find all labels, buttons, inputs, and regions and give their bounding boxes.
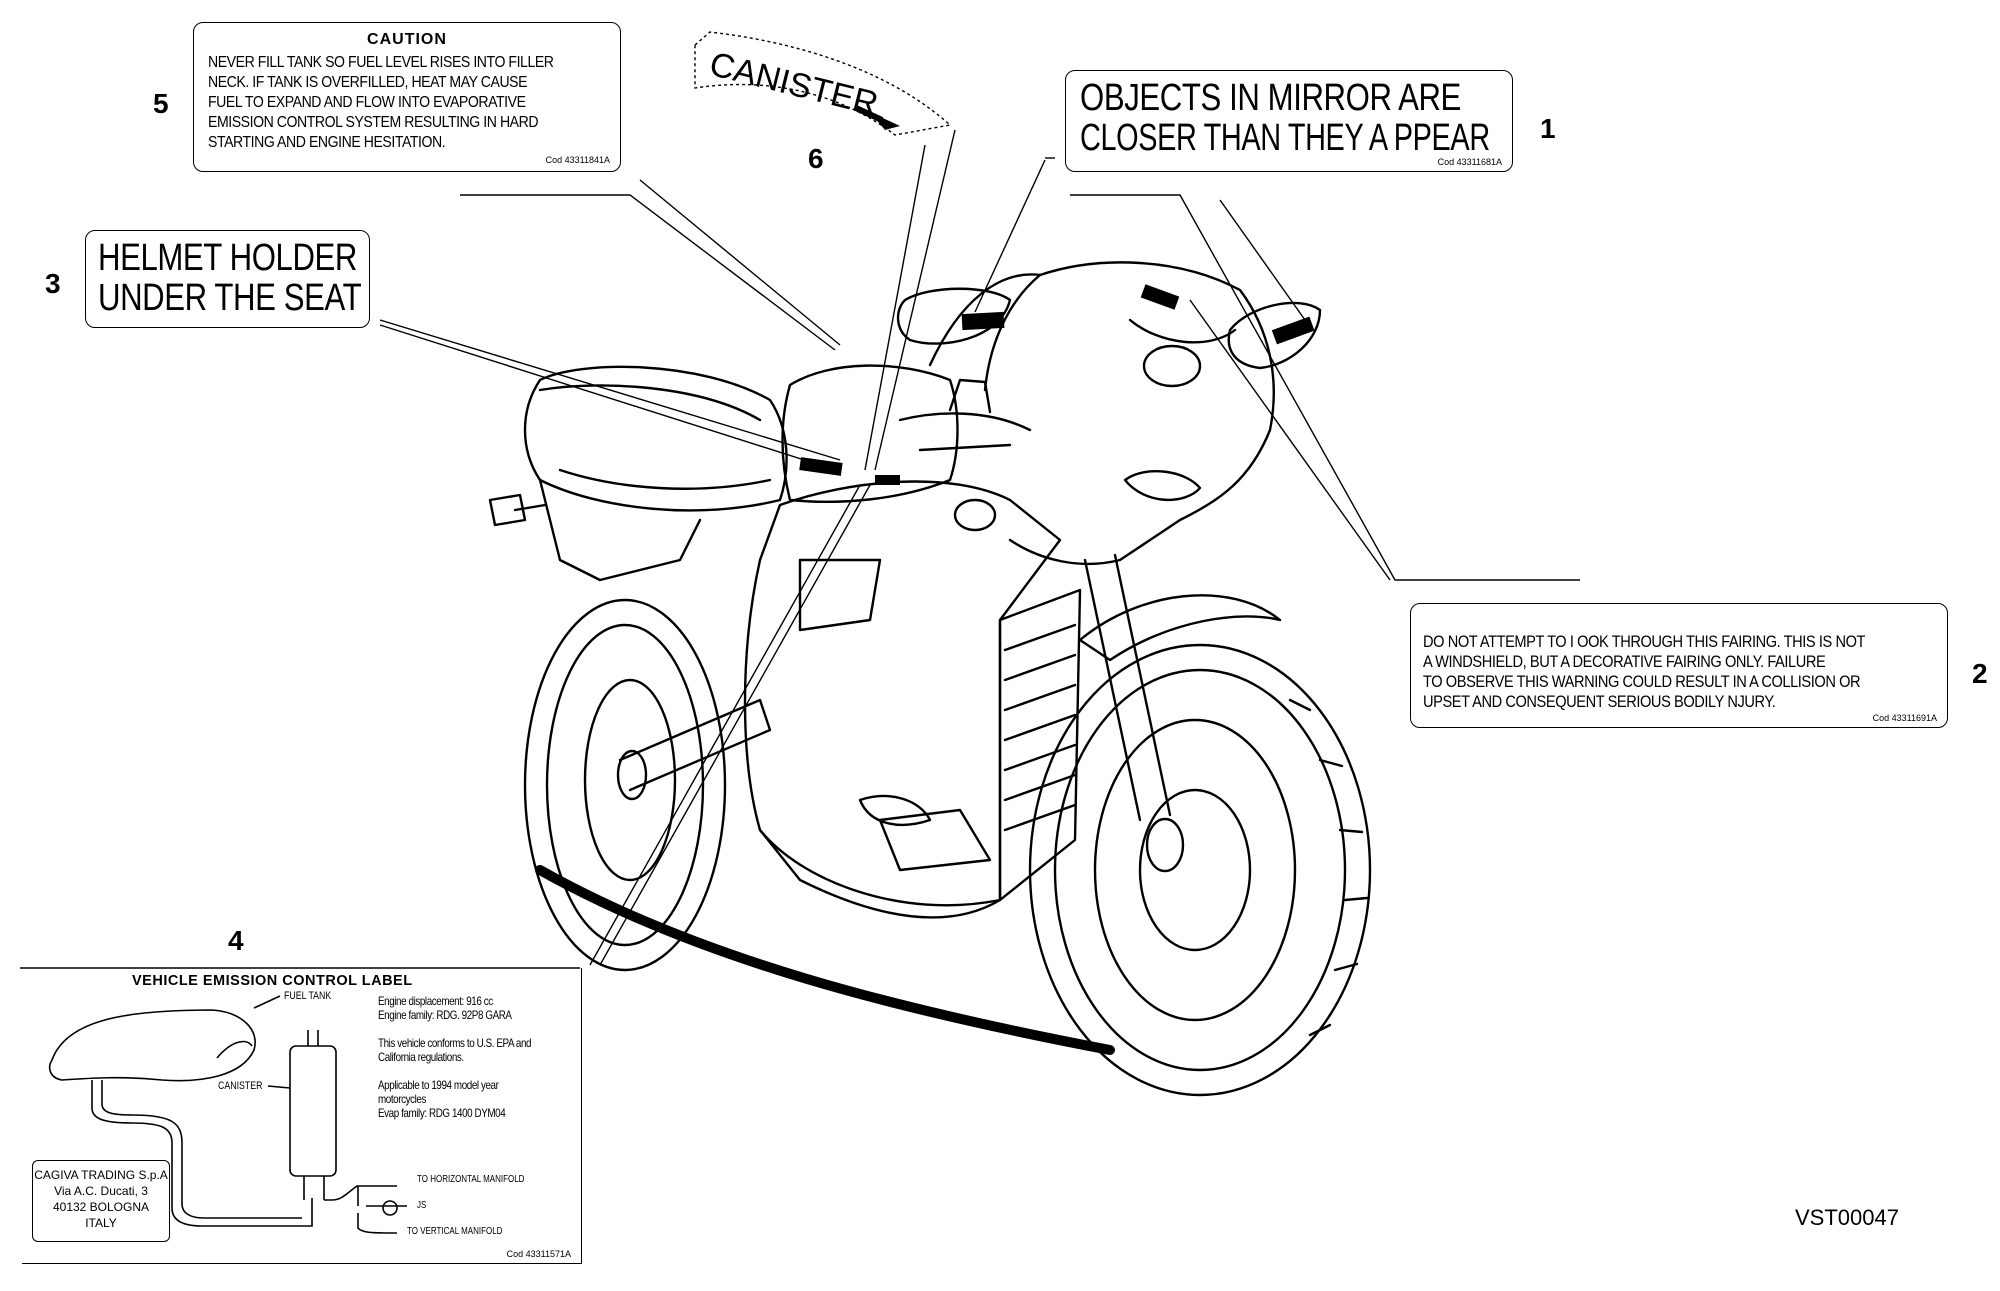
front-tire-outer — [1028, 643, 1372, 1097]
sticker-fairing — [1140, 284, 1180, 310]
label-4-title: VEHICLE EMISSION CONTROL LABEL — [132, 973, 413, 989]
label-1-line2: CLOSER THAN THEY A PPEAR — [1080, 117, 1490, 159]
label-4-emission-control: VEHICLE EMISSION CONTROL LABEL — [22, 968, 582, 1264]
label-2-lines: DO NOT ATTEMPT TO I OOK THROUGH THIS FAI… — [1423, 632, 1937, 712]
label-5-line: FUEL TO EXPAND AND FLOW INTO EVAPORATIVE — [208, 94, 526, 111]
label-3-line1: HELMET HOLDER — [98, 237, 358, 279]
label-4-to-vertical: TO VERTICAL MANIFOLD — [407, 1226, 503, 1237]
leader-2b — [1189, 299, 1391, 581]
leader-4b — [599, 484, 871, 966]
label-2-line: TO OBSERVE THIS WARNING COULD RESULT IN … — [1423, 672, 1861, 691]
leader-5 — [460, 194, 836, 351]
leader-2 — [1070, 194, 1580, 581]
callout-1: 1 — [1540, 113, 1556, 144]
leader-1a — [974, 159, 1046, 313]
label-2-code: Cod 43311691A — [1872, 713, 1937, 723]
rear-tire-outer — [523, 598, 727, 972]
figure-code: VST00047 — [1795, 1205, 1899, 1230]
label-2-line: A WINDSHIELD, BUT A DECORATIVE FAIRING O… — [1423, 652, 1826, 671]
label-4-company-box: CAGIVA TRADING S.p.A Via A.C. Ducati, 3 … — [32, 1160, 170, 1242]
label-4-info-line: California regulations. — [378, 1050, 464, 1064]
label-5-lines: NEVER FILL TANK SO FUEL LEVEL RISES INTO… — [208, 53, 601, 153]
label-2-line: DO NOT ATTEMPT TO I OOK THROUGH THIS FAI… — [1423, 632, 1866, 651]
label-2-fairing-warning: DO NOT ATTEMPT TO I OOK THROUGH THIS FAI… — [1410, 603, 1948, 728]
callout-5: 5 — [153, 88, 169, 119]
label-4-fuel-tank: FUEL TANK — [284, 990, 332, 1002]
label-5-line: NECK. IF TANK IS OVERFILLED, HEAT MAY CA… — [208, 74, 528, 91]
label-3-helmet-holder: HELMET HOLDER UNDER THE SEAT — [85, 230, 370, 328]
rear-tire-inner — [545, 623, 705, 947]
label-4-info-line: This vehicle conforms to U.S. EPA and — [378, 1036, 532, 1050]
label-6-banner — [694, 31, 952, 136]
sticker-mirror-left — [961, 311, 1005, 331]
leader-3b — [379, 319, 841, 461]
label-4-to-horizontal: TO HORIZONTAL MANIFOLD — [417, 1174, 525, 1185]
label-5-caution: CAUTION NEVER FILL TANK SO FUEL LEVEL RI… — [193, 22, 621, 172]
label-4-info-line: motorcycles — [378, 1092, 426, 1106]
rear-hub — [616, 749, 648, 801]
label-4-info-line: Engine family: RDG. 92P8 GARA — [378, 1008, 512, 1022]
ground-shadow — [535, 865, 1115, 1055]
label-4-company-line: 40132 BOLOGNA — [52, 1200, 150, 1214]
label-5-code: Cod 43311841A — [545, 155, 610, 165]
sticker-canister — [875, 475, 900, 485]
leader-5b — [639, 179, 841, 346]
fuel-tank-shape — [48, 1009, 256, 1082]
label-4-info-line: Evap family: RDG 1400 DYM04 — [378, 1106, 506, 1120]
leader-3a — [379, 324, 821, 466]
label-5-title: CAUTION — [367, 31, 447, 48]
callout-6: 6 — [808, 143, 824, 174]
right-mirror — [1227, 301, 1322, 370]
sticker-mirror-right — [1271, 316, 1315, 345]
front-hub — [1145, 817, 1185, 873]
label-4-info-line — [378, 1064, 531, 1078]
label-5-line: STARTING AND ENGINE HESITATION. — [208, 134, 446, 151]
front-disc-carrier — [1138, 788, 1252, 952]
callout-2: 2 — [1972, 658, 1988, 689]
label-3-line2: UNDER THE SEAT — [98, 277, 362, 319]
label-4-canister: CANISTER — [218, 1080, 263, 1092]
front-tire-inner — [1053, 668, 1347, 1072]
leader-1b — [1219, 199, 1306, 321]
emission-schematic — [48, 995, 407, 1234]
label-4-info-line: Applicable to 1994 model year — [378, 1078, 499, 1092]
label-4-js: JS — [417, 1200, 427, 1211]
rear-rim — [583, 678, 677, 882]
label-4-info-line: Engine displacement: 916 cc — [378, 994, 493, 1008]
leader-6b — [874, 129, 956, 471]
canister-shape — [289, 1045, 337, 1177]
label-4-company-line: CAGIVA TRADING S.p.A — [34, 1168, 168, 1182]
front-brake-disc — [1093, 718, 1297, 1022]
label-4-info: Engine displacement: 916 cc Engine famil… — [378, 994, 565, 1120]
left-mirror — [896, 287, 1012, 345]
callout-3: 3 — [45, 268, 61, 299]
label-5-line: EMISSION CONTROL SYSTEM RESULTING IN HAR… — [208, 114, 539, 131]
label-4-info-line — [378, 1022, 531, 1036]
label-1-mirror-warning: OBJECTS IN MIRROR ARE CLOSER THAN THEY A… — [1065, 70, 1513, 172]
label-1-code: Cod 43311681A — [1437, 157, 1502, 167]
leader-6 — [864, 144, 926, 471]
label-2-line: UPSET AND CONSEQUENT SERIOUS BODILY NJUR… — [1423, 692, 1776, 711]
leader-4a — [589, 484, 861, 966]
label-4-company-line: Via A.C. Ducati, 3 — [54, 1184, 148, 1198]
label-5-line: NEVER FILL TANK SO FUEL LEVEL RISES INTO… — [208, 54, 554, 71]
label-1-line1: OBJECTS IN MIRROR ARE — [1080, 77, 1461, 119]
label-4-company-line: ITALY — [85, 1216, 117, 1230]
callout-4: 4 — [228, 925, 244, 956]
label-4-code: Cod 43311571A — [506, 1249, 571, 1259]
